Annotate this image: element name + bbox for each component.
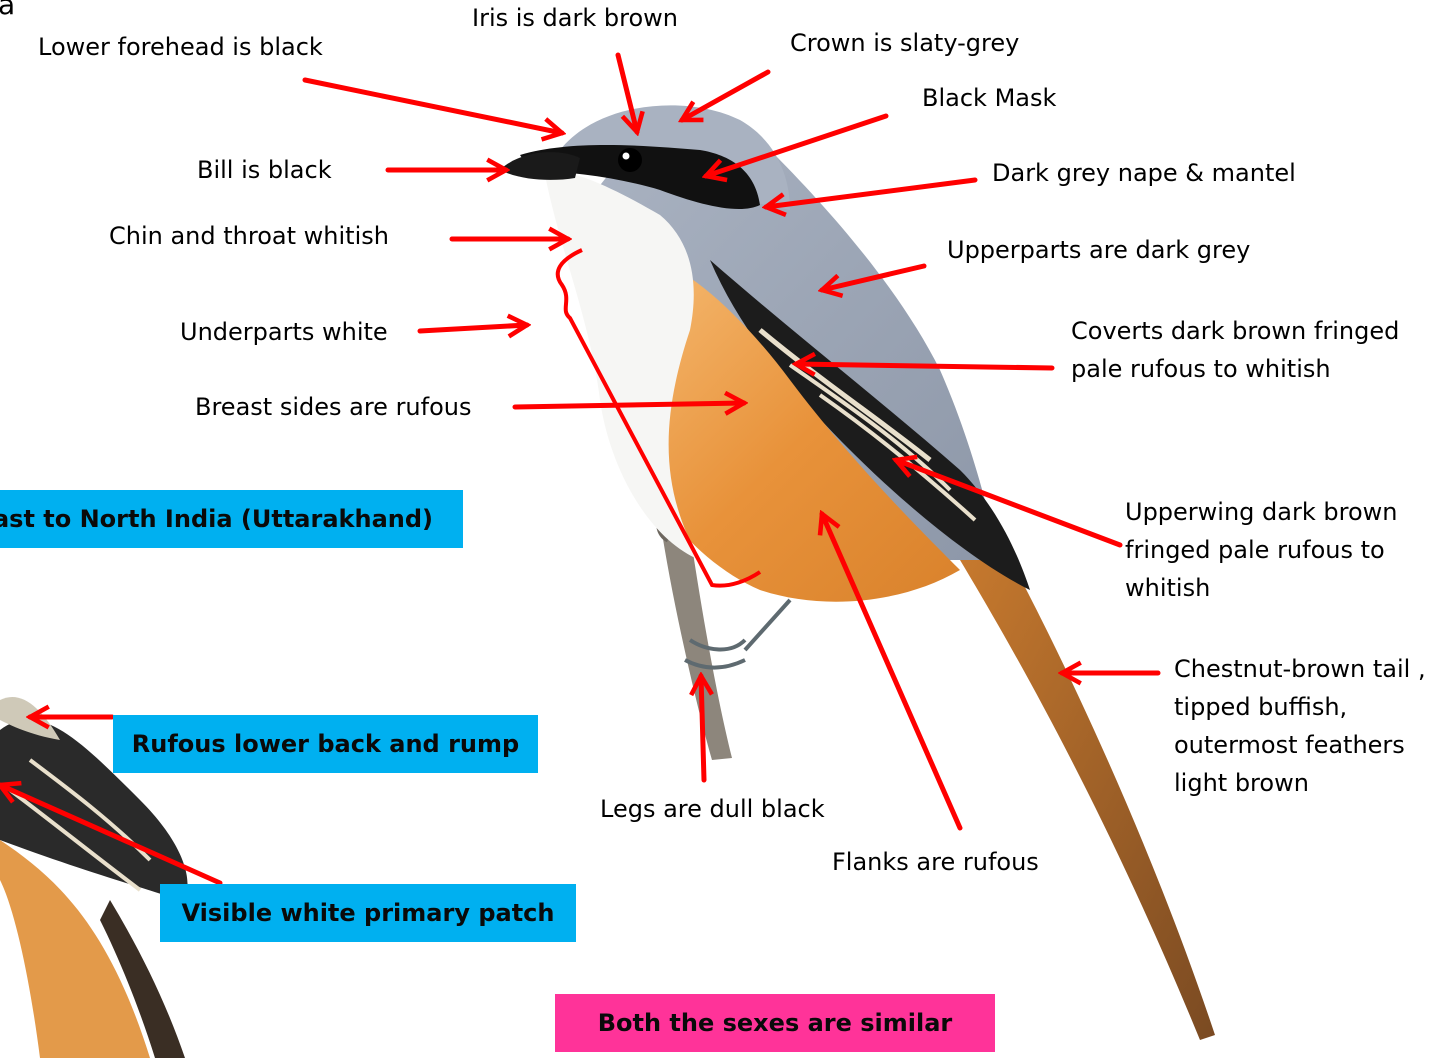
label-crown: Crown is slaty-grey [790, 29, 1019, 58]
rump-box: Rufous lower back and rump [113, 715, 538, 773]
sexes-text: Both the sexes are similar [598, 1009, 953, 1037]
label-breast: Breast sides are rufous [195, 393, 472, 422]
label-upperwing: Upperwing dark brown fringed pale rufous… [1125, 493, 1397, 607]
sexes-box: Both the sexes are similar [555, 994, 995, 1052]
label-flanks: Flanks are rufous [832, 848, 1039, 877]
label-chin: Chin and throat whitish [109, 222, 389, 251]
primary-patch-box: Visible white primary patch [160, 884, 576, 942]
label-underparts: Underparts white [180, 318, 388, 347]
label-bill: Bill is black [197, 156, 332, 185]
bill [500, 152, 580, 180]
label-upperparts: Upperparts are dark grey [947, 236, 1250, 265]
partial-letter: a [0, 0, 15, 22]
label-iris: Iris is dark brown [472, 4, 678, 33]
label-tail: Chestnut-brown tail , tipped buffish, ou… [1174, 650, 1426, 802]
label-coverts: Coverts dark brown fringed pale rufous t… [1071, 312, 1399, 388]
label-lower-forehead: Lower forehead is black [38, 33, 323, 62]
label-legs: Legs are dull black [600, 795, 825, 824]
arrow-lower-forehead [305, 80, 562, 133]
label-black-mask: Black Mask [922, 84, 1056, 113]
range-text: East to North India (Uttarakhand) [0, 505, 433, 533]
arrow-legs [701, 676, 704, 780]
eye [618, 148, 642, 172]
arrow-underparts [420, 325, 527, 331]
range-box: East to North India (Uttarakhand) [0, 490, 463, 548]
arrow-crown [682, 72, 768, 120]
primary-patch-text: Visible white primary patch [182, 899, 555, 927]
label-nape: Dark grey nape & mantel [992, 159, 1296, 188]
rump-text: Rufous lower back and rump [132, 730, 519, 758]
